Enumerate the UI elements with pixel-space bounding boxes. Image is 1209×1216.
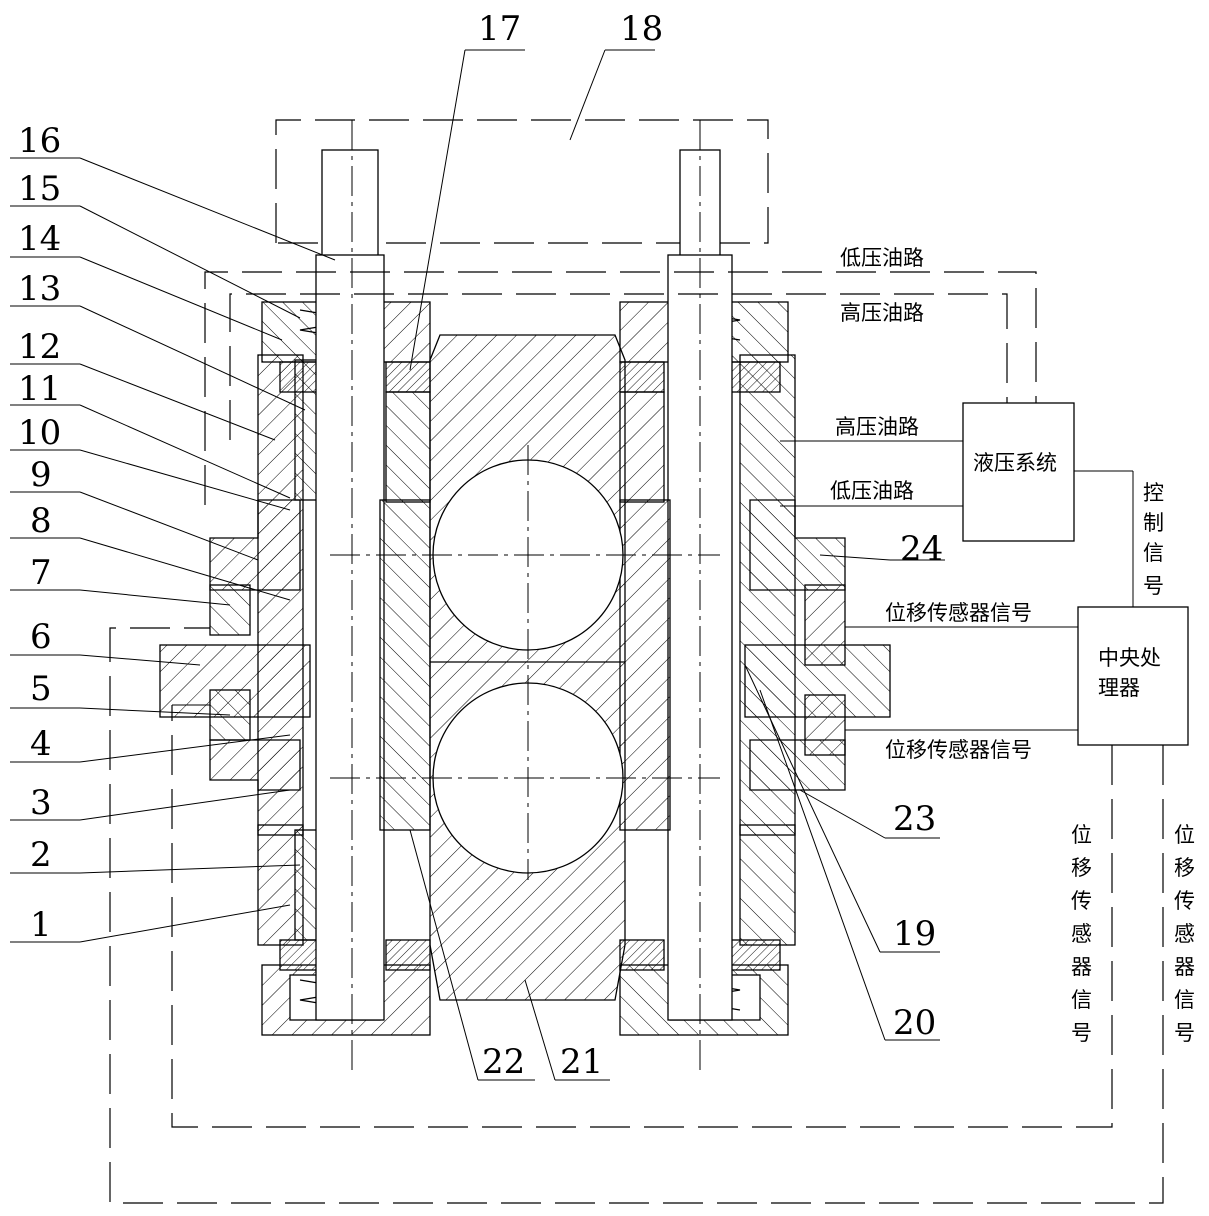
- part-8: 8: [30, 501, 52, 541]
- control-signal-3: 信: [1143, 541, 1164, 565]
- control-signal-4: 号: [1143, 574, 1164, 598]
- vchar: 器: [1174, 955, 1195, 979]
- part-13: 13: [18, 269, 61, 309]
- hydraulic-system-label: 液压系统: [973, 451, 1057, 475]
- part-2: 2: [30, 835, 52, 875]
- text-labels: 低压油路 高压油路 高压油路 低压油路 液压系统 控 制 信 号 位移传感器信号…: [830, 246, 1195, 1045]
- part-22: 22: [482, 1042, 525, 1082]
- control-signal-2: 制: [1143, 511, 1164, 535]
- roll-block-21: [330, 334, 720, 1001]
- part-15: 15: [18, 169, 61, 209]
- part-21: 21: [560, 1042, 603, 1082]
- low-pressure-oil-mid: 低压油路: [830, 479, 914, 503]
- part-19: 19: [893, 914, 936, 954]
- vertical-signal-right: 位 移 传 感 器 信 号: [1174, 823, 1195, 1045]
- control-signal-1: 控: [1143, 481, 1164, 505]
- part-20: 20: [893, 1003, 936, 1043]
- vchar: 号: [1174, 1021, 1195, 1045]
- vchar: 位: [1071, 823, 1092, 847]
- displacement-signal-bottom: 位移传感器信号: [885, 738, 1032, 762]
- left-cylinder: [159, 149, 431, 1036]
- vchar: 传: [1174, 889, 1195, 913]
- part-24: 24: [900, 529, 943, 569]
- low-pressure-oil-top: 低压油路: [840, 246, 924, 270]
- part-9: 9: [30, 455, 52, 495]
- part-5: 5: [30, 669, 52, 709]
- vchar: 感: [1071, 922, 1092, 946]
- frame-18: [275, 119, 769, 244]
- right-cylinder: [619, 149, 891, 1036]
- cpu-box: [1077, 606, 1189, 746]
- part-16: 16: [18, 121, 61, 161]
- part-1: 1: [30, 905, 52, 945]
- vchar: 移: [1174, 856, 1195, 880]
- part-7: 7: [30, 553, 52, 593]
- cpu-label-1: 中央处: [1098, 646, 1161, 670]
- cpu-label-2: 理器: [1098, 676, 1140, 700]
- displacement-signal-top: 位移传感器信号: [885, 601, 1032, 625]
- part-11: 11: [18, 369, 61, 409]
- high-pressure-oil-mid: 高压油路: [835, 415, 919, 439]
- part-17: 17: [478, 9, 521, 49]
- part-10: 10: [18, 413, 61, 453]
- vchar: 器: [1071, 955, 1092, 979]
- vchar: 移: [1071, 856, 1092, 880]
- vchar: 信: [1071, 988, 1092, 1012]
- part-18: 18: [620, 9, 663, 49]
- vchar: 位: [1174, 823, 1195, 847]
- high-pressure-oil-top: 高压油路: [840, 301, 924, 325]
- vchar: 号: [1071, 1021, 1092, 1045]
- vchar: 感: [1174, 922, 1195, 946]
- hydraulic-system-box: [962, 402, 1075, 542]
- part-6: 6: [30, 617, 52, 657]
- oil-lines: [109, 271, 1164, 1204]
- leader-lines: [10, 49, 945, 1081]
- vertical-signal-left: 位 移 传 感 器 信 号: [1071, 823, 1092, 1045]
- part-4: 4: [30, 724, 52, 764]
- part-14: 14: [18, 219, 61, 259]
- vchar: 传: [1071, 889, 1092, 913]
- part-3: 3: [30, 783, 52, 823]
- part-numbers: 16 15 14 13 12 11 10 9 8 7 6 5 4 3 2 1 1…: [18, 9, 943, 1082]
- part-12: 12: [18, 327, 61, 367]
- vchar: 信: [1174, 988, 1195, 1012]
- part-23: 23: [893, 799, 936, 839]
